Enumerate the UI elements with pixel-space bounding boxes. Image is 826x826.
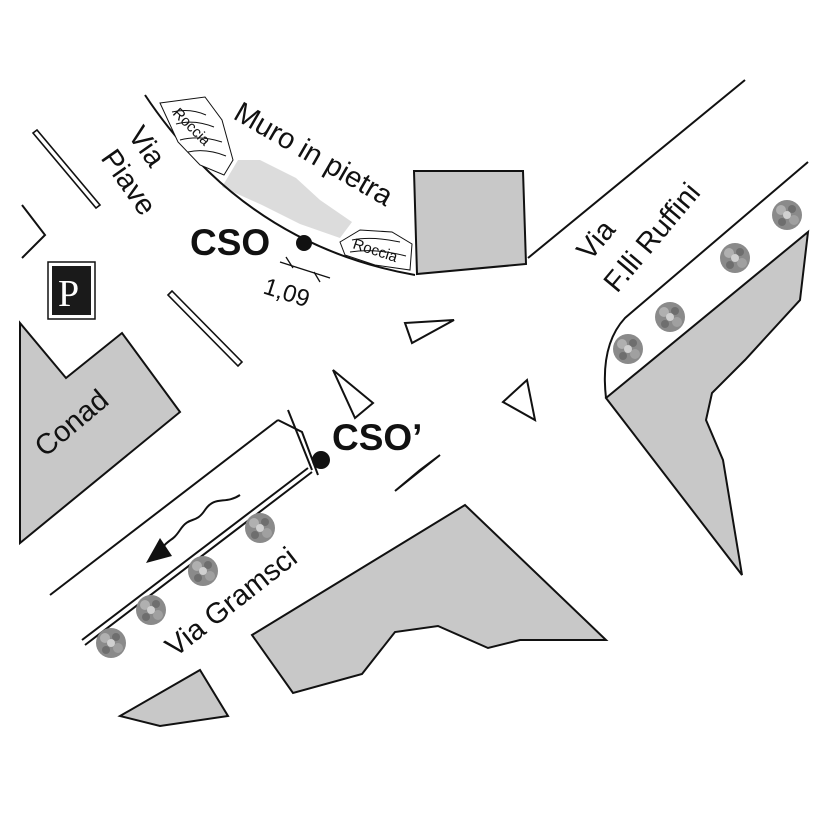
shrub-icon xyxy=(772,200,802,230)
buildings xyxy=(19,170,810,728)
lane-lines xyxy=(31,128,244,368)
lane-line-piave-top xyxy=(31,128,102,210)
road-edges xyxy=(21,79,809,646)
parking-icon: P xyxy=(58,273,79,315)
flow-wavy-line xyxy=(161,494,241,549)
cso-prime-point xyxy=(312,451,330,469)
island-2 xyxy=(332,369,375,420)
left-edge-bracket xyxy=(21,204,47,259)
cso-prime-label: CSO’ xyxy=(332,417,422,458)
roccia-2-shape xyxy=(339,229,413,271)
ruffini-edge-top xyxy=(527,79,746,259)
block-right xyxy=(604,229,810,576)
roccia-hatch xyxy=(159,96,413,271)
square-building xyxy=(412,170,528,276)
cso-point xyxy=(296,235,312,251)
shrub-icon xyxy=(655,302,685,332)
gramsci-tick-2 xyxy=(287,409,313,471)
traffic-islands xyxy=(332,319,537,492)
cso-label: CSO xyxy=(190,222,270,263)
muro-curve xyxy=(144,94,416,276)
flow-arrow xyxy=(146,494,241,563)
island-4 xyxy=(394,454,441,492)
shrub-icon xyxy=(720,243,750,273)
gramsci-tick xyxy=(277,419,319,476)
shrub-icon xyxy=(136,595,166,625)
island-1 xyxy=(403,319,455,345)
block-bottom-center xyxy=(250,503,609,695)
gramsci-edge-top xyxy=(49,419,279,596)
roccia-1-shape xyxy=(159,96,234,176)
dimension-marker xyxy=(279,256,331,283)
arrow-head-icon xyxy=(146,538,172,563)
shrub-icon xyxy=(96,628,126,658)
lane-line-piave-mid xyxy=(166,289,244,368)
wall-strip xyxy=(222,160,352,238)
block-bottom-left xyxy=(117,668,230,728)
conad-building xyxy=(19,320,182,546)
shrub-icon xyxy=(613,334,643,364)
parking-sign: P xyxy=(47,261,96,320)
gramsci-edge-low1 xyxy=(81,467,309,641)
dimension-label: 1,09 xyxy=(260,273,313,313)
ruffini-edge-bottom xyxy=(603,161,809,399)
island-3 xyxy=(501,378,537,422)
shrub-icon xyxy=(188,556,218,586)
shrub-icon xyxy=(245,513,275,543)
